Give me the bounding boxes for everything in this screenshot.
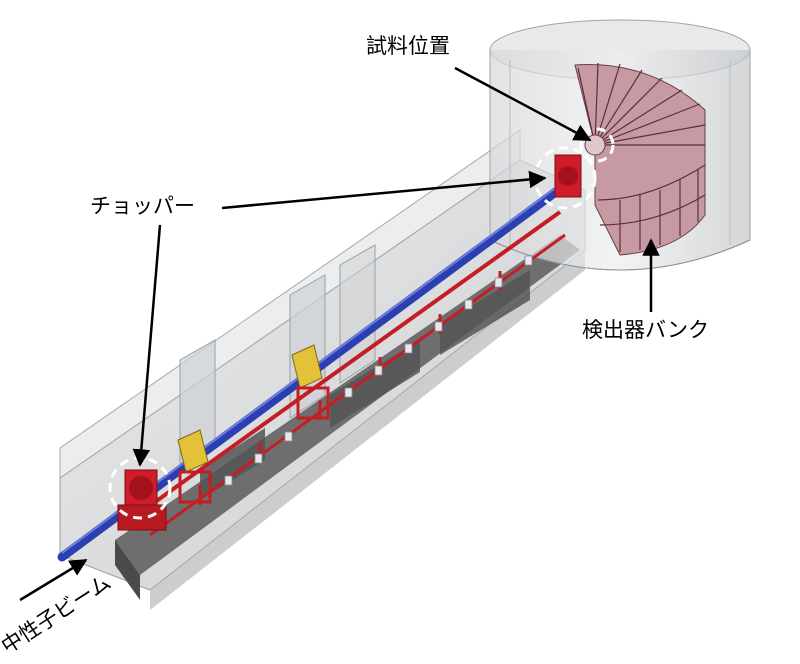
chopper-downstream: [554, 154, 582, 198]
label-detector-bank: 検出器バンク: [582, 318, 710, 342]
chopper-upstream: [117, 469, 167, 531]
arrow-chopper-upstream: [132, 224, 162, 467]
label-sample-position: 試料位置: [366, 34, 450, 58]
floor-slab: [115, 235, 580, 600]
arrow-beam: [19, 558, 88, 602]
guide-clamps: [224, 255, 533, 486]
callout-arrows: [19, 66, 660, 602]
label-chopper: チョッパー: [90, 194, 195, 218]
arrow-sample: [454, 66, 592, 142]
detector-bank: [574, 62, 706, 256]
arrow-chopper-downstream: [221, 170, 547, 210]
monitor-stands: [177, 344, 330, 504]
